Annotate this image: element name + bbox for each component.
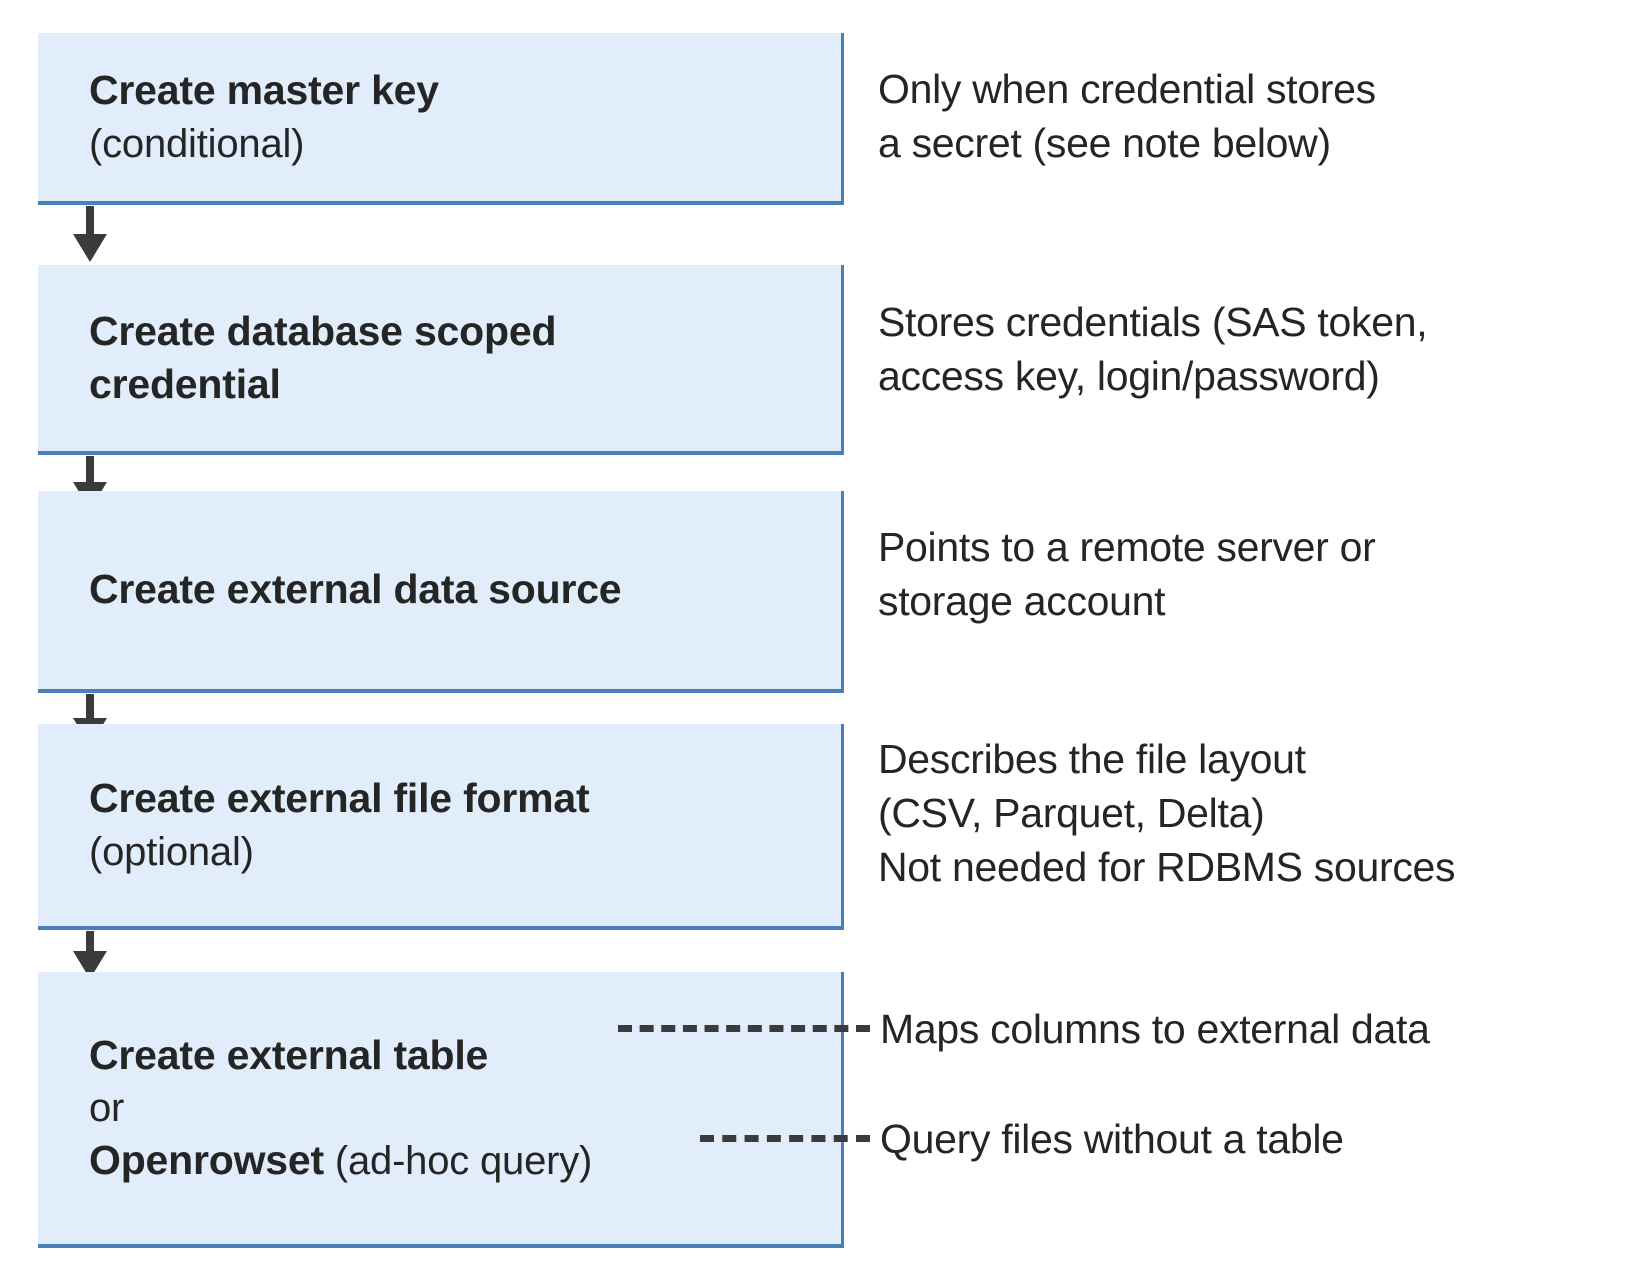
step-text-file-format: Create external file format (optional)	[38, 772, 841, 877]
step-subtitle-file-format: (optional)	[89, 829, 254, 874]
step-box-file-format: Create external file format (optional)	[38, 724, 844, 930]
description-openrowset: Query files without a table	[880, 1116, 1344, 1162]
flow-arrow-1	[73, 206, 107, 262]
step-box-data-source: Create external data source	[38, 491, 844, 693]
step-or-label: or	[89, 1086, 125, 1130]
step-text-external-table: Create external table or Openrowset (ad-…	[38, 1029, 841, 1188]
dashed-connector-openrowset	[700, 1135, 870, 1142]
description-external-table: Maps columns to external data	[880, 1006, 1430, 1052]
flow-arrow-2	[73, 456, 107, 510]
step-title-external-table: Create external table	[89, 1031, 489, 1078]
step-text-data-source: Create external data source	[38, 563, 841, 616]
step-title-master-key: Create master key	[89, 67, 439, 114]
step-title-file-format: Create external file format	[89, 775, 590, 822]
step-box-scoped-credential: Create database scoped credential	[38, 265, 844, 455]
step-title-data-source: Create external data source	[89, 566, 622, 613]
step-text-master-key: Create master key (conditional)	[38, 64, 841, 169]
description-scoped-credential: Stores credentials (SAS token, access ke…	[878, 299, 1428, 400]
flow-arrow-4	[73, 931, 107, 979]
step-alt-title-row: Openrowset (ad-hoc query)	[89, 1134, 825, 1187]
dashed-connector-external-table	[618, 1025, 870, 1032]
step-alt-title-openrowset: Openrowset	[89, 1137, 324, 1183]
step-alt-suffix-openrowset: (ad-hoc query)	[323, 1139, 593, 1183]
flow-arrow-3	[73, 694, 107, 746]
step-subtitle-master-key: (conditional)	[89, 121, 305, 166]
step-box-external-table: Create external table or Openrowset (ad-…	[38, 972, 844, 1248]
description-file-format: Describes the file layout (CSV, Parquet,…	[878, 736, 1456, 891]
step-title-scoped-credential: Create database scoped credential	[89, 307, 557, 407]
description-data-source: Points to a remote server or storage acc…	[878, 524, 1376, 625]
step-box-master-key: Create master key (conditional)	[38, 33, 844, 205]
step-text-scoped-credential: Create database scoped credential	[38, 305, 841, 412]
description-master-key: Only when credential stores a secret (se…	[878, 66, 1376, 167]
